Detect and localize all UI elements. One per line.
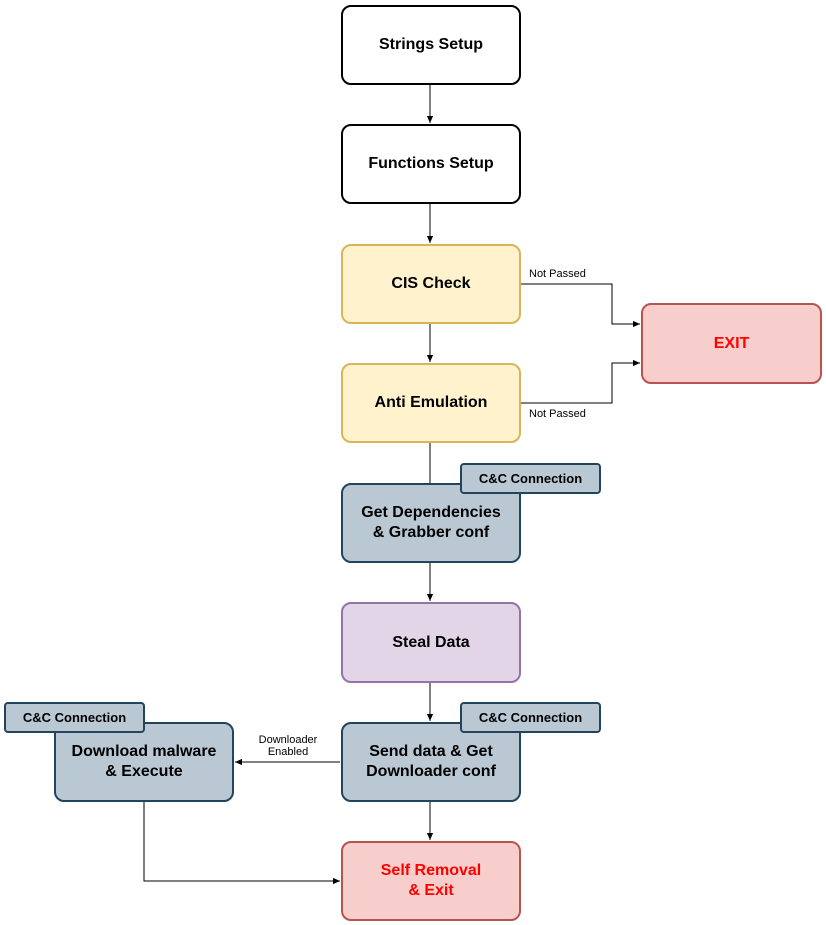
- self-removal-label: Self Removal & Exit: [380, 862, 482, 899]
- edge-download-to-selfremoval: [143, 802, 340, 885]
- cc-connection-tag-label: C&C Connection: [22, 710, 127, 725]
- anti-emulation-node: Anti Emulation: [341, 363, 521, 443]
- functions-setup-node: Functions Setup: [341, 124, 521, 204]
- exit-label: EXIT: [713, 334, 750, 352]
- self-removal-node: Self Removal & Exit: [341, 841, 521, 921]
- strings-setup-label: Strings Setup: [378, 36, 483, 53]
- edge-label-anti-not-passed: Not Passed: [529, 408, 586, 420]
- cc-connection-tag-label: C&C Connection: [478, 710, 583, 725]
- steal-data-label: Steal Data: [392, 633, 470, 651]
- cc-connection-tag-send-data: C&C Connection: [460, 702, 601, 733]
- strings-setup-node: Strings Setup: [341, 5, 521, 85]
- edge-cis-to-exit: [520, 283, 640, 328]
- download-malware-node: Download malware & Execute: [54, 722, 234, 802]
- edge-anti-to-exit: [520, 359, 640, 404]
- cc-connection-tag-dependencies: C&C Connection: [460, 463, 601, 494]
- download-malware-label: Download malware & Execute: [71, 743, 217, 780]
- get-dependencies-label: Get Dependencies & Grabber conf: [361, 504, 501, 541]
- exit-node: EXIT: [641, 303, 822, 384]
- edge-label-downloader-enabled: Downloader Enabled: [258, 734, 318, 758]
- get-dependencies-node: Get Dependencies & Grabber conf: [341, 483, 521, 563]
- anti-emulation-label: Anti Emulation: [374, 394, 488, 411]
- send-data-node: Send data & Get Downloader conf: [341, 722, 521, 802]
- cc-connection-tag-download: C&C Connection: [4, 702, 145, 733]
- steal-data-node: Steal Data: [341, 602, 521, 683]
- cc-connection-tag-label: C&C Connection: [478, 471, 583, 486]
- edge-label-cis-not-passed: Not Passed: [529, 268, 586, 280]
- cis-check-node: CIS Check: [341, 244, 521, 324]
- send-data-label: Send data & Get Downloader conf: [366, 743, 496, 780]
- functions-setup-label: Functions Setup: [368, 155, 494, 172]
- cis-check-label: CIS Check: [391, 275, 471, 292]
